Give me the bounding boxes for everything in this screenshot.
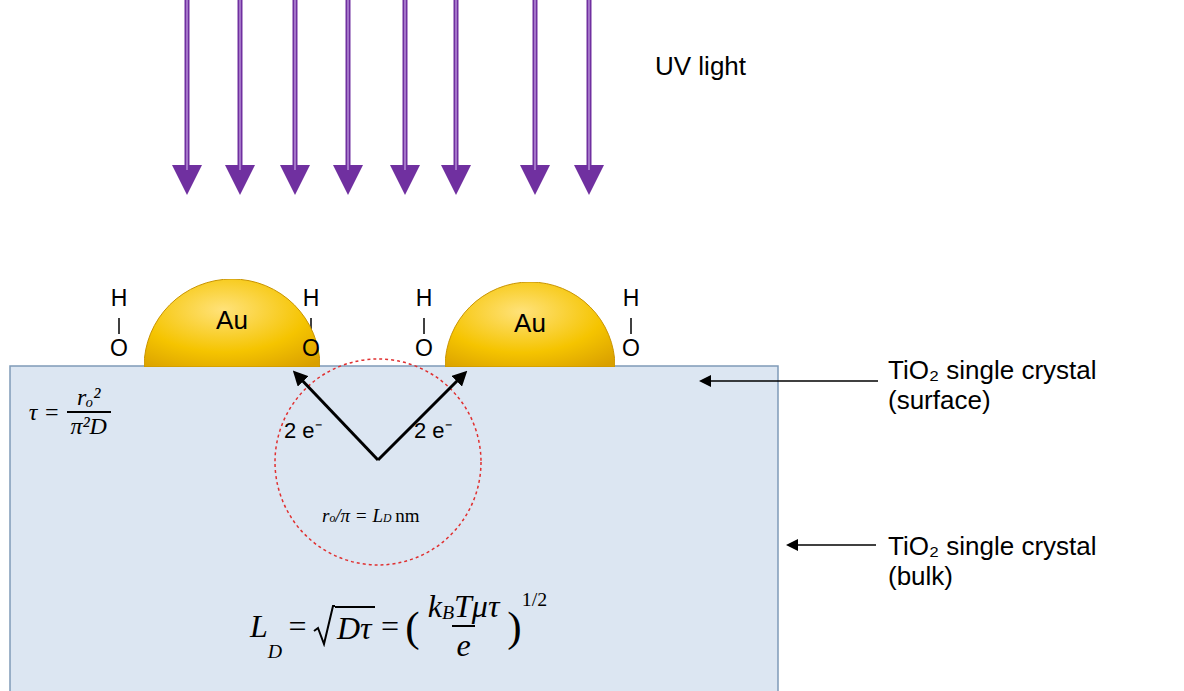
atom-symbol: H — [111, 285, 128, 311]
equation-part: = — [289, 608, 307, 645]
equation-part: = — [381, 608, 399, 645]
equation-part: Dτ — [337, 610, 372, 646]
region-label: TiO₂ single crystal (bulk) — [888, 532, 1158, 592]
lifetime-equation: τ = rₒ²π²D — [24, 384, 113, 440]
atom-symbol: H — [416, 285, 433, 311]
leader-arrows — [705, 381, 878, 545]
equation-part: π²D — [70, 413, 107, 439]
electron-label: 2 e⁻ — [284, 418, 322, 443]
gold-particle: Au — [144, 279, 320, 367]
gold-particle: Au — [445, 282, 615, 367]
fraction: kBTμτe — [423, 588, 504, 664]
atom-symbol: O — [110, 335, 128, 361]
electron-label: 2 e⁻ — [414, 418, 452, 443]
denominator: π²D — [67, 411, 111, 440]
equation-part: k — [428, 588, 442, 625]
atom-symbol: O — [622, 335, 640, 361]
numerator: rₒ² — [73, 384, 104, 411]
atom-symbol: H — [623, 285, 640, 311]
region-label: TiO₂ single crystal (surface) — [888, 356, 1158, 416]
radicand: Dτ — [335, 606, 375, 647]
diffusion-circle — [275, 359, 481, 565]
particle-label: Au — [445, 282, 615, 339]
equation-part: /π = L — [335, 505, 383, 527]
equation-part: Tμτ — [454, 588, 499, 625]
fraction: rₒ²π²D — [67, 384, 111, 440]
uv-arrows — [187, 0, 589, 180]
diffusion-length-equation: LD=Dτ=(kBTμτe)1/2 — [250, 588, 547, 664]
particle-label: Au — [144, 279, 320, 336]
numerator: kBTμτ — [423, 588, 504, 625]
square-root: Dτ — [313, 605, 375, 647]
equation-part: D — [383, 512, 392, 526]
equation-part: ( — [405, 602, 419, 651]
equation-part: e — [456, 627, 470, 663]
equation-part: D — [268, 640, 282, 663]
light-label: UV light — [655, 52, 746, 82]
denominator: e — [452, 625, 476, 664]
atom-symbol: O — [302, 335, 320, 361]
atom-symbol: H — [303, 285, 320, 311]
equation-part: rₒ² — [77, 384, 100, 411]
uv-arrow-highlight — [187, 0, 589, 170]
equation-part: nm — [395, 505, 419, 527]
length-equation: ro/π = LDnm — [322, 505, 423, 527]
atom-symbol: O — [415, 335, 433, 361]
tio2-crystal — [10, 366, 778, 691]
equation-part: r — [322, 505, 329, 527]
equation-part: L — [250, 608, 268, 645]
equation-part: B — [442, 601, 454, 624]
equation-part: o — [329, 512, 335, 526]
equation-part: ) — [507, 602, 521, 651]
equation-part: τ = — [29, 399, 60, 426]
radical-sign — [313, 605, 335, 647]
electron-arrows — [298, 376, 462, 460]
equation-part: 1/2 — [522, 588, 547, 611]
